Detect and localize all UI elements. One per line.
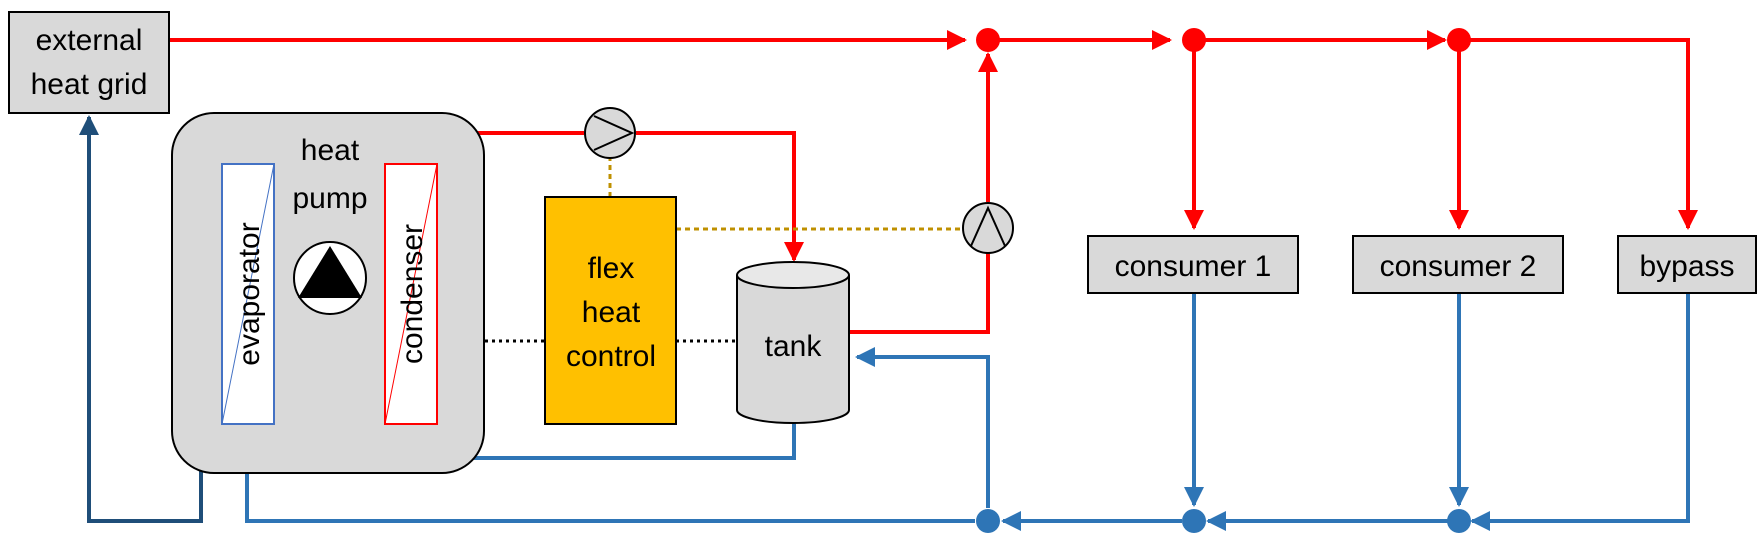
external-heat-grid-label-line2: heat grid (31, 68, 148, 101)
evaporator-diagonal (221, 163, 275, 425)
bypass-label: bypass (1639, 250, 1734, 283)
consumer-1-label: consumer 1 (1115, 250, 1272, 283)
return-junction-node-1 (976, 509, 1000, 533)
consumer-2-box: consumer 2 (1352, 235, 1564, 294)
compressor-symbol-icon (293, 241, 367, 315)
tank-to-supply-pump-line (849, 250, 990, 334)
supply-junction-node-1 (976, 28, 1000, 52)
supply-junction-nodes (976, 28, 1471, 52)
heat-pump-label-line1: heat (301, 134, 360, 167)
evaporator-label: evaporator (233, 222, 266, 365)
compressor-to-tank-line (636, 131, 804, 262)
consumer-1-box: consumer 1 (1087, 235, 1299, 294)
storage-tank: tank (736, 261, 850, 424)
return-to-tank-line (855, 347, 990, 508)
evaporator: evaporator (221, 163, 275, 425)
bypass-box: bypass (1617, 235, 1757, 294)
supply-pump-icon (962, 202, 1014, 254)
flex-heat-control-label-line2: heat (582, 296, 641, 329)
heat-pump-compressor-icon (584, 107, 636, 159)
condenser: condenser (384, 163, 438, 425)
return-lines (237, 294, 1690, 531)
flex-heat-control-box: flex heat control (544, 196, 677, 425)
external-heat-grid-box: external heat grid (8, 11, 170, 114)
external-heat-grid-label-line1: external (36, 24, 143, 57)
supply-junction-node-3 (1447, 28, 1471, 52)
bypass-return-line (1470, 294, 1690, 531)
supply-junction-node-2 (1182, 28, 1206, 52)
tank-label: tank (765, 330, 823, 363)
return-junction-nodes (976, 509, 1471, 533)
flex-heat-control-label-line3: control (566, 340, 656, 373)
condenser-label: condenser (396, 224, 429, 364)
heat-pump-unit: heat pump evaporator condenser (171, 112, 485, 474)
control-signal-lines (608, 159, 962, 231)
junction3-to-bypass-line (1458, 38, 1698, 230)
flex-heat-control-label-line1: flex (588, 252, 635, 285)
return-junction-node-3 (1447, 509, 1471, 533)
consumer-2-label: consumer 2 (1380, 250, 1537, 283)
return-junction-node-2 (1182, 509, 1206, 533)
condenser-diagonal (384, 163, 438, 425)
heat-pump-label-line2: pump (292, 182, 367, 215)
